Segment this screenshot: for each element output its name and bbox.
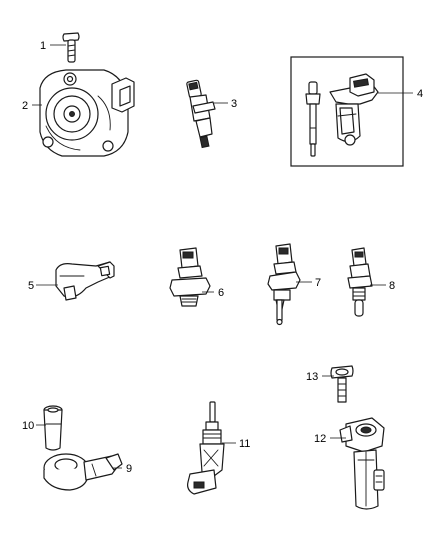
callout-5: 5 bbox=[28, 280, 34, 292]
callout-13: 13 bbox=[306, 371, 318, 383]
part-1-bolt bbox=[62, 32, 80, 63]
part-2-actuator bbox=[39, 69, 135, 157]
part-12-sensor bbox=[339, 417, 385, 510]
part-4-assembly bbox=[305, 73, 379, 157]
part-6-switch bbox=[169, 247, 211, 307]
part-5-sensor bbox=[55, 261, 115, 301]
part-4-frame bbox=[290, 56, 404, 167]
callout-9: 9 bbox=[126, 463, 132, 475]
part-10-sleeve bbox=[43, 405, 63, 451]
part-3-sensor bbox=[186, 79, 216, 149]
callout-4: 4 bbox=[417, 88, 423, 100]
callout-8: 8 bbox=[389, 280, 395, 292]
callout-6: 6 bbox=[218, 287, 224, 299]
part-7-sensor bbox=[267, 243, 301, 326]
callout-1: 1 bbox=[40, 40, 46, 52]
callout-3: 3 bbox=[231, 98, 237, 110]
callout-11: 11 bbox=[239, 438, 250, 450]
callout-2: 2 bbox=[22, 100, 28, 112]
callout-12: 12 bbox=[314, 433, 326, 445]
callout-7: 7 bbox=[315, 277, 321, 289]
part-11-sensor bbox=[187, 401, 225, 495]
part-13-bolt bbox=[330, 365, 354, 403]
callout-10: 10 bbox=[22, 420, 34, 432]
part-9-sensor bbox=[43, 453, 123, 491]
part-8-sensor bbox=[347, 247, 373, 317]
